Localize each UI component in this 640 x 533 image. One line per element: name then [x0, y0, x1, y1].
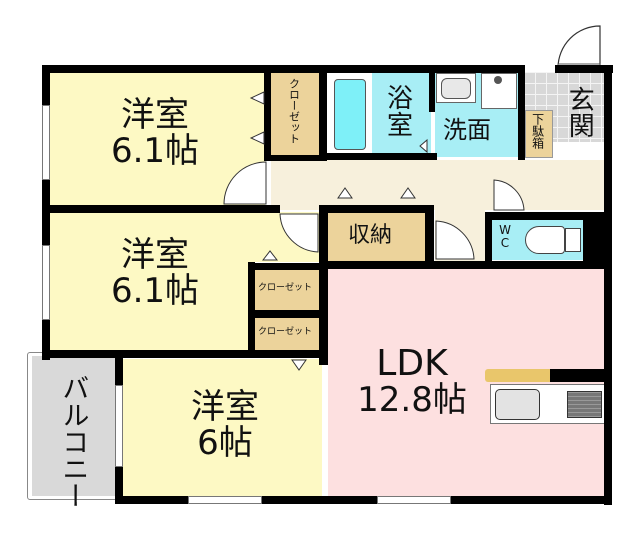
wall-bottom [115, 496, 612, 504]
wall-top-right [320, 65, 525, 73]
window-ldk-bottom [377, 496, 451, 504]
bedroom-2-label: 洋室 6.1帖 [100, 235, 210, 311]
door-bedroom1-icon [223, 161, 267, 205]
counter-wall [550, 369, 608, 382]
door-bedroom2-icon [279, 213, 319, 253]
balcony-label: バルコニー [57, 374, 89, 509]
window-bedroom1 [42, 105, 50, 180]
bedroom-1-size: 6.1帖 [110, 130, 200, 171]
wall-bed1-bottom [42, 205, 280, 213]
wall-ldk-top [319, 261, 612, 269]
window-bedroom3-bottom [188, 496, 262, 504]
wall-closet1-right [319, 65, 327, 161]
wall-wc-top [485, 212, 612, 220]
counter-top [485, 369, 550, 382]
hallway [271, 160, 606, 210]
closet-3-label: クローゼット [258, 327, 313, 337]
bedroom-3-size: 6帖 [197, 422, 253, 463]
door-wc-icon [493, 179, 525, 211]
sink-bowl-icon [441, 78, 471, 99]
bedroom-3-label: 洋室 6帖 [170, 387, 280, 463]
wall-wc-right [583, 212, 607, 267]
door-ldk-icon [435, 220, 475, 260]
wall-closet1-bottom [264, 155, 324, 161]
wall-storage-right [425, 205, 434, 269]
washer-space [481, 73, 517, 109]
bath-label: 浴室 [386, 84, 416, 142]
wall-bed1-right [264, 65, 271, 158]
balcony-floor [32, 356, 118, 496]
bedroom-3-name: 洋室 [191, 387, 259, 427]
wall-wc-left [485, 212, 492, 267]
closet-3 [255, 318, 319, 351]
bath-name: 浴室 [386, 84, 413, 142]
closet-1-label: クローゼット [287, 78, 301, 144]
bedroom-2 [49, 212, 249, 350]
closet-1 [271, 72, 320, 155]
wall-closets-left [248, 262, 255, 352]
wall-storage-top [319, 205, 434, 213]
wall-wash-right [518, 65, 525, 160]
wall-closet2-top [248, 263, 326, 270]
ldk-label: LDK 12.8帖 [352, 345, 472, 418]
wall-bath-wash [429, 65, 435, 112]
bedroom-3 [122, 359, 322, 497]
ldk [328, 269, 606, 497]
wall-ldk-left [319, 205, 328, 365]
wall-closet-mid [248, 310, 326, 318]
wall-right [604, 65, 612, 505]
bedroom-2-name: 洋室 [121, 235, 189, 275]
storage [328, 213, 425, 261]
entrance-label: 玄関 [564, 86, 595, 138]
toilet-tank [565, 228, 581, 252]
bedroom-1-name: 洋室 [121, 95, 189, 135]
window-bedroom3-balcony [115, 385, 123, 467]
bedroom-2-size: 6.1帖 [110, 270, 200, 311]
storage-label: 収納 [348, 223, 393, 248]
stove-icon [567, 391, 602, 418]
bathtub-basin [334, 79, 366, 150]
ldk-name: LDK [376, 343, 448, 384]
bedroom-1-label: 洋室 6.1帖 [100, 95, 210, 171]
closet-2 [255, 270, 319, 310]
closet-2-label: クローゼット [258, 283, 313, 293]
kitchen-sink-icon [495, 389, 540, 420]
window-bedroom2 [42, 245, 50, 320]
toilet-icon [525, 226, 565, 254]
wall-top-left [42, 65, 324, 73]
ldk-size: 12.8帖 [357, 379, 467, 420]
shoe-box-text: 下駄箱 [530, 113, 545, 149]
drain-icon [494, 76, 502, 84]
wall-entrance-top [555, 65, 613, 73]
wall-bath-bottom [319, 153, 437, 160]
washroom-label: 洗面 [443, 116, 491, 144]
wall-bed2-bottom [42, 350, 322, 358]
shoe-box-overlay [525, 110, 553, 158]
